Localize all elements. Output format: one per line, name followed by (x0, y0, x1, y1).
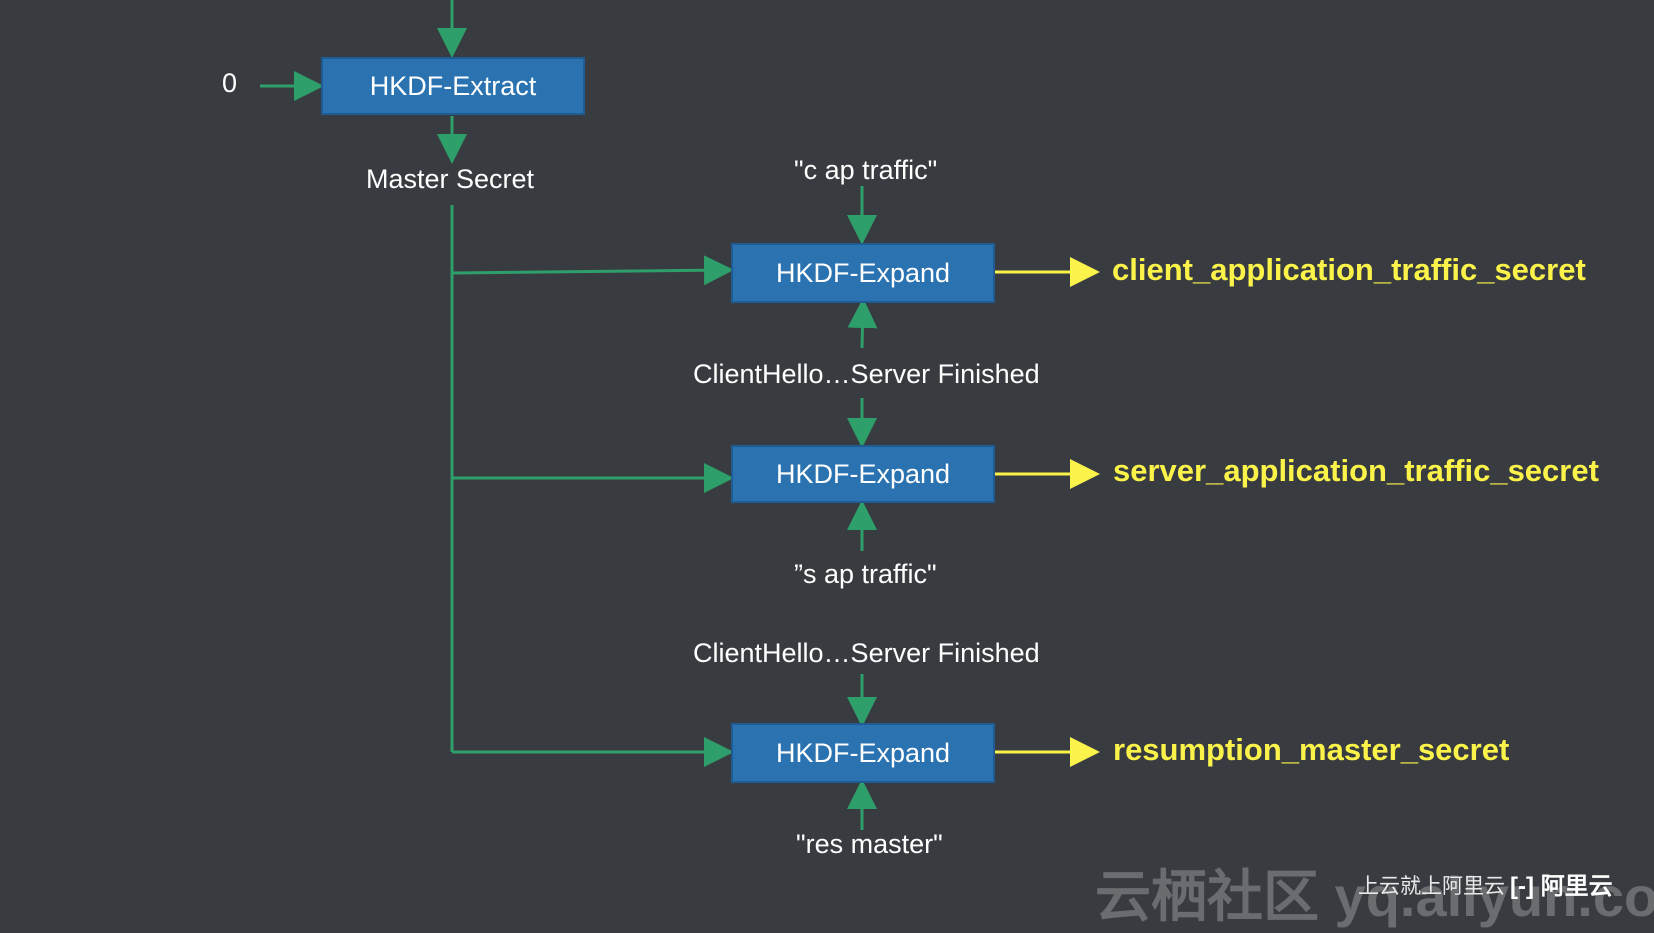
c-ap-traffic-label: "c ap traffic" (794, 155, 938, 185)
hkdf-expand-box-1: HKDF-Expand (731, 243, 995, 303)
hkdf-expand-box-3: HKDF-Expand (731, 723, 995, 783)
arrow-trunk-to-expand-1 (451, 255, 734, 286)
hkdf-extract-box: HKDF-Extract (321, 57, 585, 115)
hkdf-expand-label-1: HKDF-Expand (775, 257, 951, 288)
s-ap-traffic-label: ”s ap traffic" (794, 559, 937, 589)
handshake-context-label-2: ClientHello…Server Finished (693, 638, 1040, 668)
input-zero-label: 0 (222, 68, 238, 98)
hkdf-expand-box-2: HKDF-Expand (731, 445, 995, 503)
server-application-traffic-secret: server_application_traffic_secret (1113, 453, 1599, 488)
arrow-context1-to-expand-1 (847, 298, 878, 349)
watermark-slogan: 上云就上阿里云 | (1358, 875, 1517, 898)
resumption-master-secret: resumption_master_secret (1113, 732, 1510, 767)
handshake-context-label-1: ClientHello…Server Finished (693, 359, 1040, 389)
hkdf-expand-label-3: HKDF-Expand (775, 737, 951, 768)
master-secret-label: Master Secret (366, 164, 535, 194)
hkdf-expand-label-2: HKDF-Expand (775, 458, 951, 489)
hkdf-extract-label: HKDF-Extract (369, 70, 537, 101)
aliyun-logo: [-] 阿里云 (1510, 873, 1613, 900)
watermark-yunqi: 云栖社区 yq.aliyun.com (1095, 865, 1654, 928)
res-master-label: "res master" (796, 829, 943, 859)
client-application-traffic-secret: client_application_traffic_secret (1112, 252, 1586, 287)
